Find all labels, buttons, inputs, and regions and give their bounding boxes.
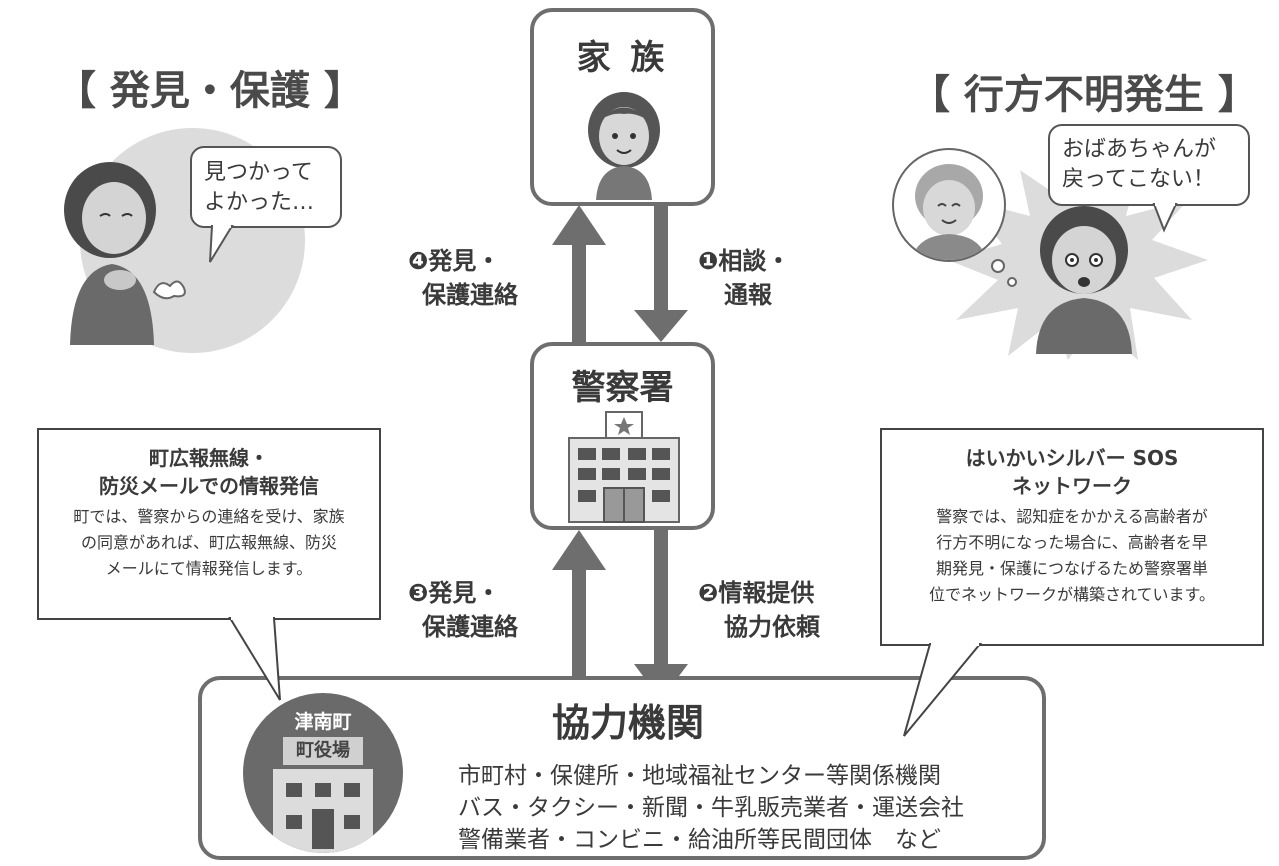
town-name: 津南町 (294, 711, 352, 733)
family-woman-icon (588, 92, 660, 200)
step4-line-2: 保護連絡 (422, 281, 518, 309)
arrow-step4 (552, 205, 606, 345)
heading-discovery: 【 発見・保護 】 (56, 68, 364, 114)
broadcast-title-2: 防災メールでの情報発信 (99, 474, 319, 498)
partners-line-1: 市町村・保健所・地域福祉センター等関係機関 (458, 763, 941, 789)
network-body-2: 行方不明になった場合に、高齢者を早 (936, 533, 1208, 552)
step3-label: ❸発見・ 保護連絡 (408, 576, 518, 644)
step2-line-1: ❷情報提供 (698, 579, 815, 607)
broadcast-body-1: 町では、警察からの連絡を受け、家族 (73, 507, 345, 526)
network-body-4: 位でネットワークが構築されています。 (929, 585, 1215, 604)
worry-line-1: おばあちゃんが (1062, 137, 1217, 162)
relief-line-1: 見つかって (204, 160, 313, 185)
relief-speech-bubble: 見つかって よかった… (190, 146, 342, 228)
relief-line-2: よかった… (204, 190, 315, 215)
broadcast-body-3: メールにて情報発信します。 (105, 559, 313, 578)
heading-missing: 【 行方不明発生 】 (910, 72, 1258, 118)
police-box: 警察署 (530, 342, 715, 530)
relief-bubble-tail (209, 224, 234, 263)
network-callout-tail (903, 641, 983, 737)
step2-label: ❷情報提供 協力依頼 (698, 576, 820, 644)
town-hall-building-icon (273, 769, 373, 853)
relieved-woman-icon (64, 162, 156, 345)
arrow-step2 (634, 530, 688, 700)
step3-line-2: 保護連絡 (422, 613, 518, 641)
arrow-step1 (634, 205, 688, 342)
network-body-1: 警察では、認知症をかかえる高齢者が (936, 507, 1208, 526)
network-body-3: 期発見・保護につなげるため警察署単 (935, 559, 1208, 578)
town-hall-badge: 津南町 町役場 (243, 693, 403, 853)
worry-speech-bubble: おばあちゃんが 戻ってこない！ (1048, 124, 1250, 206)
thought-dots (991, 259, 1017, 287)
town-hall-sign: 町役場 (283, 737, 363, 765)
arrow-step3 (552, 530, 606, 705)
step4-line-1: ❹発見・ (408, 247, 501, 275)
family-title: 家 族 (576, 38, 669, 78)
partners-title: 協力機関 (552, 701, 705, 745)
network-title-1: はいかいシルバー SOS (965, 446, 1179, 470)
partners-line-2: バス・タクシー・新聞・牛乳販売業者・運送会社 (458, 795, 964, 821)
step1-line-2: 通報 (724, 281, 772, 309)
step4-label: ❹発見・ 保護連絡 (408, 244, 518, 312)
network-title-2: ネットワーク (1012, 474, 1132, 498)
network-callout: はいかいシルバー SOS ネットワーク 警察では、認知症をかかえる高齢者が 行方… (880, 428, 1264, 646)
broadcast-callout: 町広報無線・ 防災メールでの情報発信 町では、警察からの連絡を受け、家族 の同意… (37, 428, 381, 620)
worried-woman-icon (1036, 206, 1132, 354)
step1-label: ❶相談・ 通報 (698, 244, 790, 312)
broadcast-callout-tail (228, 615, 281, 701)
police-building-icon (568, 411, 680, 523)
worry-line-2: 戻ってこない！ (1062, 167, 1215, 192)
sigh-puff-icon (152, 280, 186, 300)
broadcast-body-2: の同意があれば、町広報無線、防災 (80, 533, 337, 552)
police-title: 警察署 (571, 368, 674, 408)
family-box: 家 族 (530, 8, 715, 206)
partners-line-3: 警備業者・コンビニ・給油所等民間団体 など (458, 827, 941, 853)
grandmother-icon (912, 164, 986, 260)
step1-line-1: ❶相談・ (698, 247, 791, 275)
step3-line-1: ❸発見・ (408, 579, 501, 607)
thought-circle (892, 148, 1006, 262)
worry-bubble-tail (1152, 202, 1178, 233)
broadcast-title-1: 町広報無線・ (149, 446, 269, 470)
step2-line-2: 協力依頼 (724, 613, 820, 641)
